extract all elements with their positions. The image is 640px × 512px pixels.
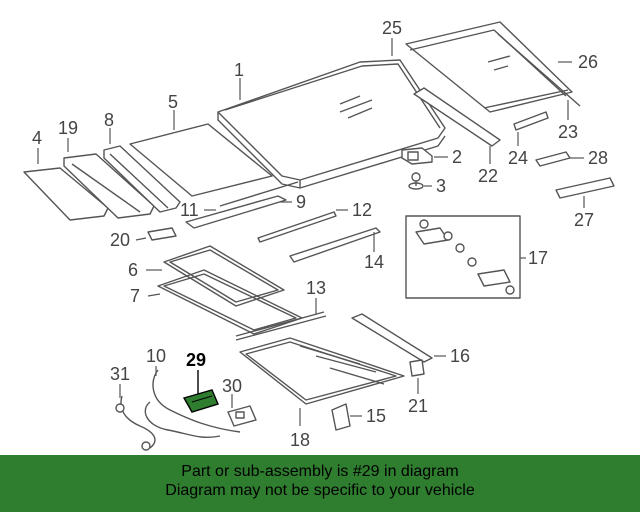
part-21-bracket (409, 359, 425, 377)
callout-10: 10 (146, 346, 166, 366)
callout-16: 16 (450, 346, 470, 366)
part-8-frame (103, 145, 181, 213)
callout-15: 15 (366, 406, 386, 426)
callout-26: 26 (578, 52, 598, 72)
part-13-frame (235, 311, 327, 341)
part-19-panel (63, 153, 155, 219)
callout-25: 25 (382, 18, 402, 38)
callout-27: 27 (574, 210, 594, 230)
callout-19: 19 (58, 118, 78, 138)
part-28-bolt (535, 151, 571, 167)
part-5-glass (129, 123, 273, 197)
callout-9: 9 (296, 192, 306, 212)
part-17-kit (405, 215, 521, 299)
part-25-glass-panel (405, 21, 573, 113)
part-27-trim (555, 177, 615, 199)
callout-22: 22 (478, 166, 498, 186)
part-24-clip (513, 111, 549, 131)
part-29-highlighted (182, 389, 219, 413)
callout-4: 4 (32, 128, 42, 148)
callout-24: 24 (508, 148, 528, 168)
callout-31: 31 (110, 364, 130, 384)
part-14-rail (289, 227, 381, 263)
leader-lines (37, 38, 585, 426)
callout-7: 7 (130, 286, 140, 306)
part-2-bracket (401, 147, 433, 165)
callout-6: 6 (128, 260, 138, 280)
callout-13: 13 (306, 278, 326, 298)
part-23-seal (483, 89, 569, 109)
part-12-strip (257, 211, 337, 243)
part-26-strip (497, 33, 581, 107)
callout-2: 2 (452, 147, 462, 167)
part-16-rail (351, 313, 433, 363)
callout-12: 12 (352, 200, 372, 220)
info-banner: Part or sub-assembly is #29 in diagram D… (0, 455, 640, 512)
callout-20: 20 (110, 230, 130, 250)
part-9-strip (185, 195, 287, 229)
part-22-rail (413, 87, 501, 147)
banner-line-2: Diagram may not be specific to your vehi… (165, 482, 475, 499)
callout-labels: 1 2 3 4 5 6 7 8 9 10 11 12 13 14 15 16 1… (32, 18, 608, 450)
callout-5: 5 (168, 92, 178, 112)
callout-28: 28 (588, 148, 608, 168)
part-31-harness (115, 395, 156, 451)
part-15-module (331, 403, 351, 431)
callout-21: 21 (408, 396, 428, 416)
part-30-switch (227, 405, 257, 427)
part-6-seal (163, 245, 285, 307)
callout-14: 14 (364, 252, 384, 272)
part-3-screw (408, 172, 424, 190)
callout-17: 17 (528, 248, 548, 268)
part-4-panel (23, 167, 109, 221)
banner-line-1: Part or sub-assembly is #29 in diagram (181, 463, 459, 480)
callout-23: 23 (558, 122, 578, 142)
callout-8: 8 (104, 110, 114, 130)
callout-18: 18 (290, 430, 310, 450)
callout-1: 1 (234, 60, 244, 80)
part-20-clip (147, 227, 177, 241)
callout-3: 3 (436, 176, 446, 196)
part-11-strip (219, 181, 299, 207)
callout-30: 30 (222, 376, 242, 396)
part-18-frame-assembly (239, 337, 405, 405)
part-10-cable (144, 369, 241, 439)
callout-29: 29 (186, 350, 206, 370)
callout-11: 11 (180, 200, 199, 220)
